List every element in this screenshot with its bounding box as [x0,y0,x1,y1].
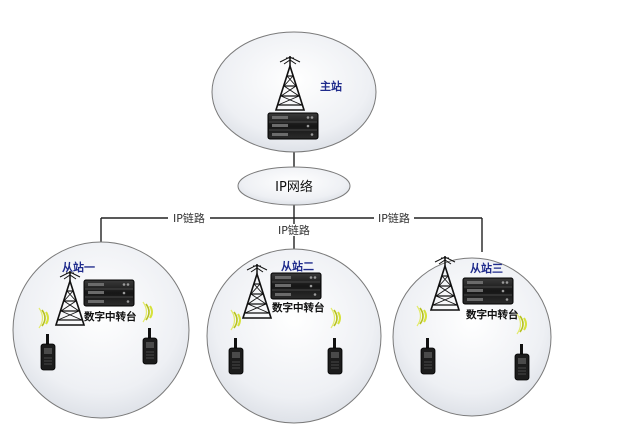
sub-station-3-repeater-rack-icon [462,277,514,305]
sub-station-1: 从站一 数字中转台 [12,241,190,419]
link-label-left: IP链路 [173,211,205,225]
connection-lines [100,138,483,252]
main-station-circle [211,31,377,153]
sub-station-1-circle [12,241,190,419]
link-label-right: IP链路 [378,211,410,225]
sub-station-2-repeater-rack-icon [270,272,322,300]
ip-network-ellipse [237,166,351,206]
link-label-center: IP链路 [278,223,310,237]
sub-station-2-label: 从站二 [281,259,314,273]
sub-station-3-label: 从站三 [470,261,503,275]
sub-station-3-repeater-label: 数字中转台 [465,308,519,321]
sub-station-2-repeater-label: 数字中转台 [271,301,325,314]
ip-network: IP网络 [237,166,351,206]
sub-station-2: 从站二 数字中转台 [206,248,382,424]
sub-station-1-repeater-label: 数字中转台 [83,310,137,323]
sub-station-1-repeater-rack-icon [83,279,135,307]
main-station-label: 主站 [320,79,342,93]
ip-network-label: IP网络 [275,179,313,195]
main-repeater-rack-icon [267,112,319,140]
sub-station-3: 从站三 数字中转台 [392,255,552,417]
sub-station-1-label: 从站一 [62,260,95,274]
main-station: 主站 [211,31,377,153]
